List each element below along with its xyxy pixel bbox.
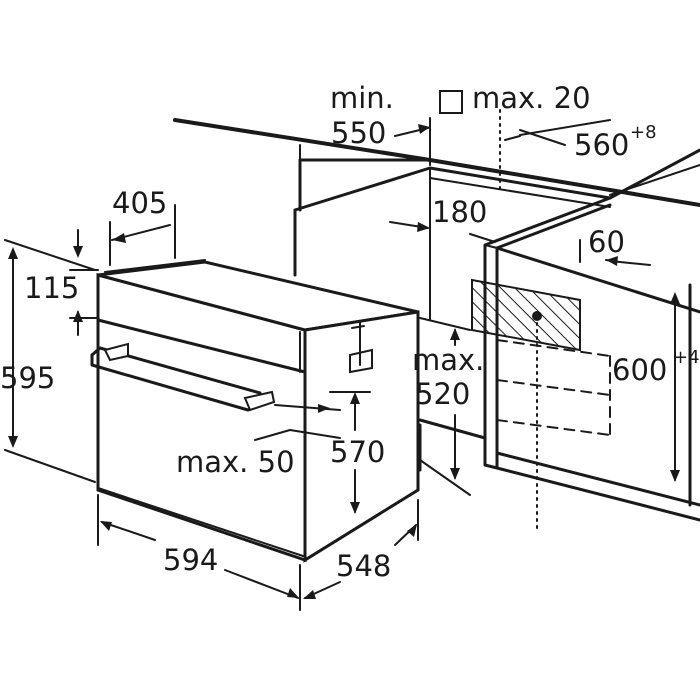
- label-max520-line2: 520: [415, 377, 470, 411]
- label-min: min.: [330, 81, 394, 115]
- label-max50: max. 50: [176, 445, 295, 479]
- dimension-lines: [4, 117, 700, 611]
- label-vent-max: max. 20: [472, 81, 591, 115]
- label-560-tolerance: +8: [630, 122, 657, 143]
- label-405: 405: [112, 186, 167, 220]
- socket-area: [471, 278, 581, 531]
- label-560: 560: [574, 128, 629, 162]
- label-115: 115: [24, 271, 79, 305]
- label-548: 548: [336, 549, 391, 583]
- label-550: 550: [331, 116, 386, 150]
- square-symbol: [439, 90, 463, 114]
- label-60: 60: [588, 225, 625, 259]
- oven: [90, 259, 420, 563]
- label-594: 594: [163, 543, 218, 577]
- dimension-labels: min. 550 max. 20 560 +8 405 180 60 115 5…: [0, 81, 700, 583]
- cabinet-right-panel: [483, 196, 612, 470]
- label-570: 570: [330, 435, 385, 469]
- control-panel-edge: [96, 318, 307, 374]
- label-600-tolerance: +4: [673, 347, 700, 368]
- label-max520-line1: max.: [412, 343, 484, 377]
- cabinet-outline: [173, 118, 700, 522]
- oven-side: [303, 310, 420, 563]
- oven-handle: [90, 342, 276, 412]
- worktop-front-edge: [293, 148, 700, 212]
- label-600: 600: [612, 353, 667, 387]
- hatched-connection-zone: [471, 278, 581, 352]
- label-595: 595: [0, 361, 55, 395]
- label-180: 180: [432, 195, 487, 229]
- cabinet-shelf: [495, 451, 700, 507]
